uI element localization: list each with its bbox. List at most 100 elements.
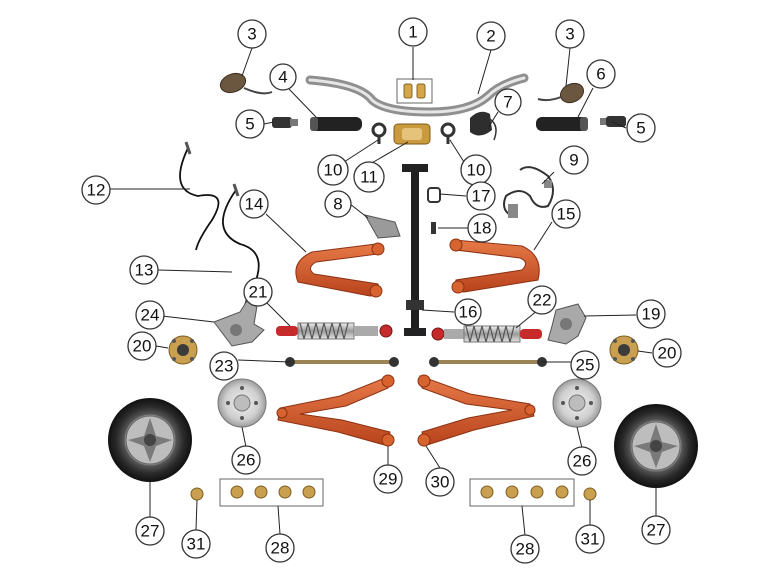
callout-10-left: 10 [317, 154, 349, 186]
callout-label: 17 [472, 187, 491, 206]
clamp-bolt-right [440, 122, 456, 144]
callout-30: 30 [425, 467, 455, 497]
callout-label: 20 [658, 344, 677, 363]
callout-17: 17 [466, 181, 496, 211]
callout-21: 21 [243, 277, 273, 307]
lug-nut-set-right [469, 478, 575, 507]
callout-label: 28 [271, 539, 290, 558]
axle-nut-right [583, 487, 597, 501]
callout-label: 7 [503, 93, 512, 112]
callout-label: 25 [576, 356, 595, 375]
callout-label: 26 [237, 451, 256, 470]
upper-a-arm-left [295, 242, 385, 298]
callout-label: 19 [642, 305, 661, 324]
callout-label: 26 [573, 452, 592, 471]
callout-label: 3 [247, 25, 256, 44]
callout-11: 11 [353, 161, 385, 193]
callout-label: 5 [245, 115, 254, 134]
mirror-right [537, 82, 585, 104]
callout-27-right: 27 [641, 515, 671, 545]
callout-label: 16 [459, 303, 478, 322]
callout-16: 16 [454, 298, 482, 326]
shock-absorber-right [431, 325, 542, 343]
callout-5-left: 5 [235, 109, 265, 139]
callout-31-right: 31 [575, 524, 605, 554]
lower-a-arm-left [276, 374, 395, 447]
callout-5-right: 5 [626, 113, 656, 143]
callout-label: 14 [245, 195, 264, 214]
callout-label: 29 [379, 470, 398, 489]
steering-column [402, 164, 428, 336]
callout-31-left: 31 [181, 529, 211, 559]
grip-left [310, 117, 362, 131]
lug-nut-set-left [219, 478, 324, 507]
cotter-pin [431, 222, 436, 234]
callout-4: 4 [269, 63, 297, 91]
callout-24: 24 [135, 300, 165, 330]
callout-7: 7 [494, 88, 522, 116]
steering-clip [427, 187, 441, 203]
callout-12: 12 [81, 175, 111, 205]
brake-disc-right [552, 378, 602, 428]
brake-hose [503, 166, 554, 218]
callout-label: 21 [249, 283, 268, 302]
mounting-bracket [364, 214, 401, 239]
callout-20-left: 20 [127, 331, 157, 361]
callout-label: 28 [516, 540, 535, 559]
callout-15: 15 [551, 199, 581, 229]
upper-a-arm-right [449, 238, 540, 294]
callout-28-right: 28 [510, 534, 540, 564]
callout-20-right: 20 [652, 338, 682, 368]
handlebar [305, 73, 529, 117]
callout-label: 24 [141, 306, 160, 325]
callout-10-right: 10 [460, 154, 492, 186]
callout-6: 6 [586, 59, 616, 89]
callout-label: 13 [135, 261, 154, 280]
grip-right [536, 117, 588, 131]
callout-label: 11 [360, 168, 378, 187]
wheel-right [614, 404, 698, 488]
mirror-left [219, 72, 273, 95]
handlebar-riser [393, 123, 431, 145]
callout-8: 8 [324, 190, 352, 218]
callout-label: 23 [215, 357, 234, 376]
callout-19: 19 [636, 299, 666, 329]
callout-3-left: 3 [237, 19, 267, 49]
axle-nut-left [190, 487, 204, 501]
steering-knuckle-right [547, 303, 587, 345]
callout-26-right: 26 [567, 446, 597, 476]
callout-label: 10 [467, 161, 486, 180]
brake-cable-upper [179, 141, 220, 251]
callout-label: 12 [87, 181, 106, 200]
callout-23: 23 [209, 351, 239, 381]
callout-3-right: 3 [555, 19, 585, 49]
wheel-hub-left [168, 335, 198, 365]
callout-label: 8 [333, 195, 342, 214]
callout-25: 25 [570, 350, 600, 380]
callout-label: 27 [647, 521, 666, 540]
callout-label: 1 [408, 23, 417, 42]
callout-26-left: 26 [231, 445, 261, 475]
shock-absorber-left [276, 322, 393, 340]
handlebar-clamp-set [396, 78, 433, 104]
callout-label: 10 [324, 161, 343, 180]
callout-label: 27 [141, 522, 160, 541]
callout-label: 31 [187, 535, 206, 554]
callout-2: 2 [476, 21, 506, 51]
callout-label: 18 [473, 219, 492, 238]
tie-rod-right [429, 357, 547, 367]
callout-22: 22 [527, 285, 557, 315]
clamp-bolt-left [371, 122, 387, 144]
callout-label: 3 [565, 25, 574, 44]
tie-rod-left [285, 357, 399, 367]
callout-29: 29 [373, 464, 403, 494]
throttle-switch [470, 111, 497, 141]
steering-knuckle-left [213, 295, 265, 347]
callout-28-left: 28 [265, 533, 295, 563]
callout-label: 4 [278, 68, 287, 87]
callout-label: 9 [569, 151, 578, 170]
callout-label: 30 [431, 473, 450, 492]
wheel-left [108, 398, 192, 482]
callout-label: 15 [557, 205, 576, 224]
